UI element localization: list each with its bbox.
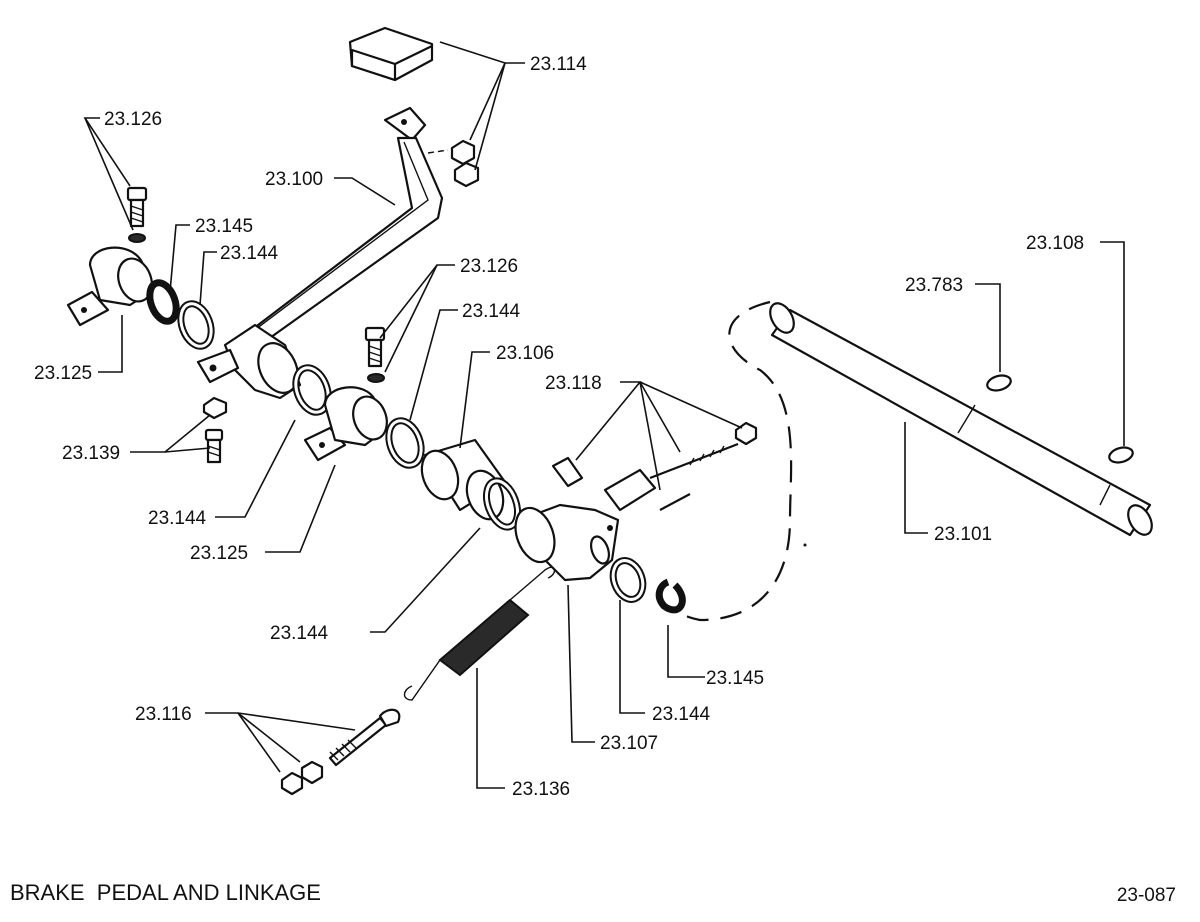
label-23-126-mid: 23.126 — [460, 256, 518, 277]
washer-low — [482, 477, 522, 531]
washer-top — [177, 300, 215, 350]
diagram-caption: BRAKE PEDAL AND LINKAGE — [10, 880, 321, 905]
label-23-106: 23.106 — [496, 343, 554, 364]
cross-shaft — [769, 302, 1153, 537]
figure-number: 23-087 — [1116, 885, 1176, 906]
pedal-hub — [196, 323, 302, 400]
label-23-144-left: 23.144 — [148, 508, 207, 529]
label-23-145-bot: 23.145 — [706, 668, 764, 689]
key-108 — [1108, 446, 1134, 464]
label-23-136: 23.136 — [512, 779, 570, 800]
label-23-101: 23.101 — [934, 524, 992, 545]
label-23-144-mid: 23.144 — [462, 301, 521, 322]
label-23-144-top: 23.144 — [220, 243, 279, 264]
lever — [514, 503, 620, 582]
washer-mid-right — [385, 417, 425, 469]
bolt-mid — [364, 326, 386, 383]
pedal-pad — [348, 26, 434, 82]
bracket-top — [66, 246, 153, 327]
label-23-145-top: 23.145 — [195, 216, 253, 237]
washer-bottom — [609, 557, 647, 603]
label-23-783: 23.783 — [905, 275, 963, 296]
label-23-125-bot: 23.125 — [190, 543, 248, 564]
leader-lines — [83, 41, 1125, 789]
eye-bolt — [280, 708, 401, 796]
return-spring — [403, 566, 556, 701]
pedal-arm — [243, 106, 444, 347]
pedal-nuts — [427, 139, 480, 188]
bolt-bracket — [202, 396, 228, 464]
label-23-118: 23.118 — [545, 373, 602, 394]
clip-top — [146, 279, 180, 325]
label-23-125-top: 23.125 — [34, 363, 92, 384]
bolt-top-left — [126, 186, 148, 243]
washer-mid-left — [292, 364, 332, 416]
label-23-116: 23.116 — [135, 704, 192, 725]
label-23-107: 23.107 — [600, 733, 658, 754]
clip-bottom — [655, 578, 686, 614]
label-23-144-bot: 23.144 — [652, 704, 711, 725]
clevis-pushrod — [551, 421, 758, 512]
assembly-path — [679, 300, 793, 622]
label-23-139: 23.139 — [62, 443, 120, 464]
bracket-mid — [303, 386, 388, 462]
label-23-144-low: 23.144 — [270, 623, 329, 644]
label-23-108: 23.108 — [1026, 233, 1084, 254]
label-23-126-top: 23.126 — [104, 109, 162, 130]
woodruff-key — [986, 374, 1012, 392]
label-23-100: 23.100 — [265, 169, 323, 190]
label-23-114: 23.114 — [530, 54, 587, 75]
